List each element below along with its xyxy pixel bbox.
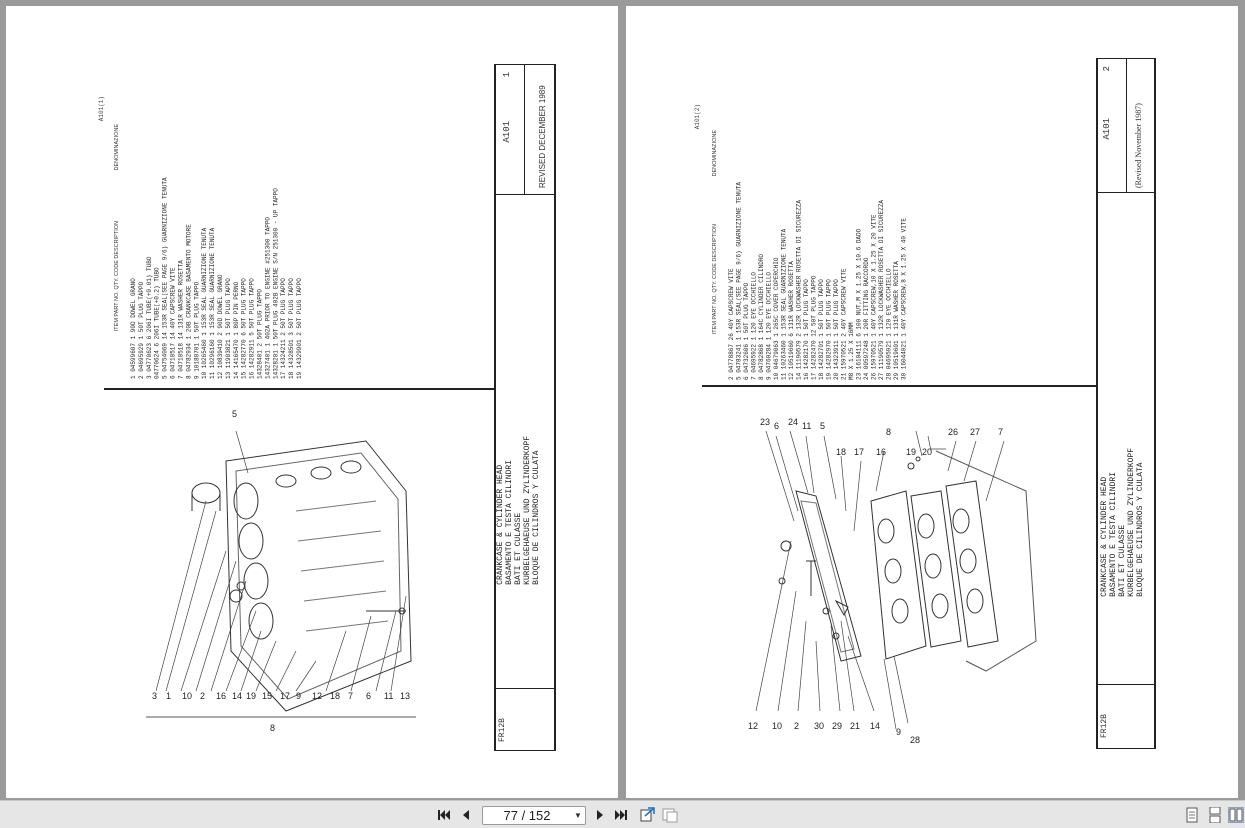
doc-code: A101(2) xyxy=(694,104,701,130)
callout-label: 20 xyxy=(922,447,932,457)
fit-width-icon[interactable] xyxy=(662,807,678,823)
callout-label: 29 xyxy=(832,721,842,731)
cylinder-head-exploded-drawing: 23 6 24 11 5 18 17 16 8 19 20 26 27 7 12… xyxy=(748,417,1037,745)
continuous-view-icon[interactable] xyxy=(1207,807,1223,823)
callout-label: 3 xyxy=(152,691,157,701)
sheet-code: A101 xyxy=(502,121,512,143)
callout-label: 17 xyxy=(854,447,864,457)
parts-list-header: ITEM PART NO. QTY. CODE DESCRIPTION xyxy=(114,221,120,332)
callout-label: 12 xyxy=(312,691,322,701)
callout-label: 6 xyxy=(774,421,779,431)
callout-label: 28 xyxy=(910,735,920,745)
callout-label: 7 xyxy=(998,427,1003,437)
model-code: FR12B xyxy=(1100,714,1109,739)
callout-label: 13 xyxy=(400,691,410,701)
page-number-select[interactable]: 77 / 152 ▼ xyxy=(482,806,586,825)
parts-list-denom-header: DENOMINAZIONE xyxy=(712,130,718,177)
callout-label: 2 xyxy=(794,721,799,731)
callout-label: 17 xyxy=(280,691,290,701)
callout-label: 10 xyxy=(772,721,782,731)
chevron-down-icon: ▼ xyxy=(574,811,582,820)
fit-page-icon[interactable] xyxy=(639,807,655,823)
callout-label: 7 xyxy=(348,691,353,701)
sheet-title: CRANKCASE & CYLINDER HEAD BASAMENTO E TE… xyxy=(1100,448,1145,597)
navigation-toolbar: 77 / 152 ▼ xyxy=(0,800,1245,828)
callout-label: 16 xyxy=(216,691,226,701)
callout-label: 1 xyxy=(166,691,171,701)
prev-page-icon[interactable] xyxy=(458,807,474,823)
callout-label: 14 xyxy=(232,691,242,701)
callout-label: 8 xyxy=(270,723,275,733)
callout-label: 11 xyxy=(802,421,811,431)
revision-note: REVISED DECEMBER 1989 xyxy=(538,85,547,188)
page-indicator: 77 / 152 xyxy=(503,808,551,823)
next-page-icon[interactable] xyxy=(592,807,608,823)
callout-label: 19 xyxy=(906,447,916,457)
callout-label: 21 xyxy=(850,721,860,731)
callout-label: 5 xyxy=(820,421,825,431)
parts-list-denom-header: DENOMINAZIONE xyxy=(114,124,120,171)
callout-label: 23 xyxy=(760,417,770,427)
callout-label: 24 xyxy=(788,417,798,427)
callout-label: 15 xyxy=(262,691,272,701)
page-right: A101 2 (Revised November 1987) FR12B A10… xyxy=(626,6,1238,798)
first-page-icon[interactable] xyxy=(436,807,452,823)
doc-code: A101(1) xyxy=(98,96,105,122)
model-code: FR12B xyxy=(498,718,507,743)
callout-label: 27 xyxy=(970,427,980,437)
callout-label: 30 xyxy=(814,721,824,731)
page-left: A101 1 REVISED DECEMBER 1989 FR12B A101(… xyxy=(6,6,618,798)
callout-label: 6 xyxy=(366,691,371,701)
callout-label: 9 xyxy=(296,691,301,701)
callout-label: 18 xyxy=(836,447,846,457)
single-page-view-icon[interactable] xyxy=(1184,807,1200,823)
callout-label: 10 xyxy=(182,691,192,701)
crankcase-exploded-drawing: 5 3 1 10 2 16 14 19 15 17 9 12 18 7 6 11… xyxy=(146,409,416,733)
callout-label: 8 xyxy=(886,427,891,437)
callout-label: 18 xyxy=(330,691,340,701)
two-page-view-icon[interactable] xyxy=(1228,807,1244,823)
document-viewer[interactable]: A101 1 REVISED DECEMBER 1989 FR12B A101(… xyxy=(0,0,1245,800)
callout-label: 5 xyxy=(232,409,237,419)
parts-list: 1 04599607 1 90D DOWEL GRANO 2 04695929 … xyxy=(130,177,304,379)
last-page-icon[interactable] xyxy=(613,807,629,823)
callout-label: 19 xyxy=(246,691,256,701)
callout-label: 9 xyxy=(896,727,901,737)
callout-label: 11 xyxy=(384,691,393,701)
sheet-code: A101 xyxy=(1102,118,1112,140)
parts-list: 2 04778867 26 40Y CAPSCREW VITE 5 047832… xyxy=(728,181,908,380)
sheet-number: 1 xyxy=(502,72,512,78)
callout-label: 14 xyxy=(870,721,880,731)
revision-note: (Revised November 1987) xyxy=(1134,103,1143,188)
parts-list-header: ITEM PART NO. QTY. CODE DESCRIPTION xyxy=(712,224,718,335)
callout-label: 26 xyxy=(948,427,958,437)
callout-label: 16 xyxy=(876,447,886,457)
sheet-number: 2 xyxy=(1102,66,1112,72)
callout-label: 2 xyxy=(200,691,205,701)
callout-label: 12 xyxy=(748,721,758,731)
sheet-title: CRANKCASE & CYLINDER HEAD BASAMENTO E TE… xyxy=(496,436,541,585)
